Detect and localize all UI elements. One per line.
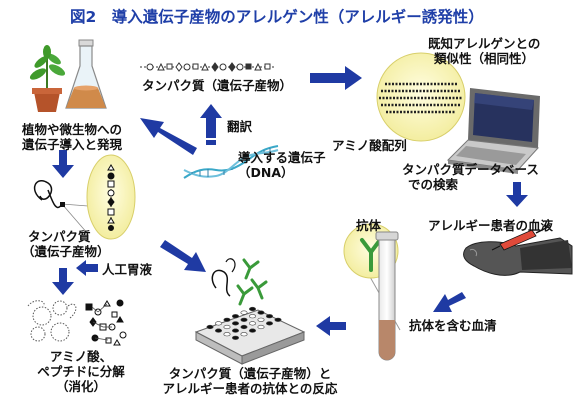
reaction-line1: タンパク質（遺伝子産物）と [168, 366, 332, 381]
protein-top-label: タンパク質（遺伝子産物） [142, 78, 293, 93]
flask-icon [65, 39, 107, 109]
protein-left-line2: （遺伝子産物） [22, 244, 110, 259]
plate-well [215, 328, 223, 333]
plate-well [257, 317, 265, 322]
arrow-to-sequence [310, 66, 362, 90]
peptide-fragments-icon [27, 299, 127, 346]
database-search-label: タンパク質データベース での検索 [402, 162, 539, 192]
arrow-to-serum [433, 292, 466, 312]
reaction-plate-icon [194, 258, 306, 365]
plate-well [265, 321, 273, 326]
arrow-to-plant [140, 118, 197, 155]
plant-expression-label: 植物や微生物への 遺伝子導入と発現 [22, 122, 122, 152]
plate-well [249, 321, 257, 326]
similarity-line1: 既知アレルゲンとの [428, 36, 541, 51]
protein-left-label: タンパク質 （遺伝子産物） [22, 229, 110, 259]
laptop-icon [446, 88, 540, 174]
protein-chain-icon [33, 154, 136, 240]
plate-well [215, 321, 223, 326]
plate-well [249, 306, 257, 312]
diagram-title: 図2 導入遺伝子産物のアレルゲン性（アレルギー誘発性） [70, 8, 484, 26]
plate-well [240, 324, 248, 330]
plate-well [274, 317, 282, 322]
introduced-gene-label: 導入する遺伝子 （DNA） [238, 150, 326, 180]
plate-well [223, 324, 231, 330]
arrow-to-plate [316, 316, 346, 336]
reaction-line2: アレルギー患者の抗体との反応 [162, 381, 338, 396]
arrow-gastric [76, 260, 98, 276]
arrow-to-database [506, 182, 528, 207]
arm-syringe-icon [463, 226, 573, 276]
test-tube-icon [375, 231, 399, 361]
arrow-to-reaction [160, 240, 206, 272]
plate-well [232, 314, 240, 319]
plate-well [223, 317, 231, 322]
translation-label: 翻訳 [227, 119, 253, 134]
plant-expression-line1: 植物や微生物への [22, 122, 123, 137]
plate-well [240, 332, 248, 337]
plant-expression-line2: 遺伝子導入と発現 [22, 137, 123, 152]
similarity-line2: 類似性（相同性） [434, 51, 535, 66]
patient-serum-label: アレルギー患者の血液 [428, 218, 554, 233]
arrow-translation [200, 104, 222, 138]
dna-helix-icon [183, 145, 279, 179]
plate-well [265, 314, 273, 319]
plate-well [249, 328, 257, 333]
plate-well [232, 328, 240, 333]
amino-sequence-label: アミノ酸配列 [332, 138, 407, 153]
plate-wells [206, 306, 282, 340]
plate-well [240, 310, 248, 315]
digestion-line1: アミノ酸、 [49, 349, 113, 364]
plate-well [206, 324, 214, 330]
arrow-translation-stub [206, 140, 216, 145]
plate-well [240, 317, 248, 322]
plate-well [232, 335, 240, 340]
plate-well [257, 324, 265, 330]
plant-icon [29, 45, 66, 112]
introduced-gene-line2: （DNA） [238, 165, 294, 180]
digestion-line2: ペプチドに分解 [37, 364, 125, 379]
protein-chain-top-icon [140, 62, 275, 72]
database-search-line1: タンパク質データベース [402, 162, 539, 177]
antibody-label: 抗体 [356, 218, 382, 233]
plate-well [257, 310, 265, 315]
similarity-label: 既知アレルゲンとの 類似性（相同性） [428, 36, 540, 66]
digestion-line3: （消化） [55, 379, 106, 394]
protein-left-line1: タンパク質 [28, 229, 91, 244]
artificial-gastric-label: 人工胃液 [102, 262, 153, 277]
digestion-label: アミノ酸、 ペプチドに分解 （消化） [26, 349, 136, 394]
flow-arrows [52, 66, 528, 336]
plate-well [249, 314, 257, 319]
arrow-protein-to-digestion [52, 268, 74, 295]
antibody-serum-label: 抗体を含む血清 [409, 318, 497, 333]
plate-well [232, 321, 240, 326]
introduced-gene-line1: 導入する遺伝子 [238, 150, 326, 165]
magnifier-sequence-icon [376, 52, 466, 142]
arrow-plant-to-protein [52, 150, 74, 178]
plate-well [223, 332, 231, 337]
reaction-label: タンパク質（遺伝子産物）と アレルギー患者の抗体との反応 [150, 366, 350, 396]
database-search-line2: での検索 [408, 177, 459, 192]
